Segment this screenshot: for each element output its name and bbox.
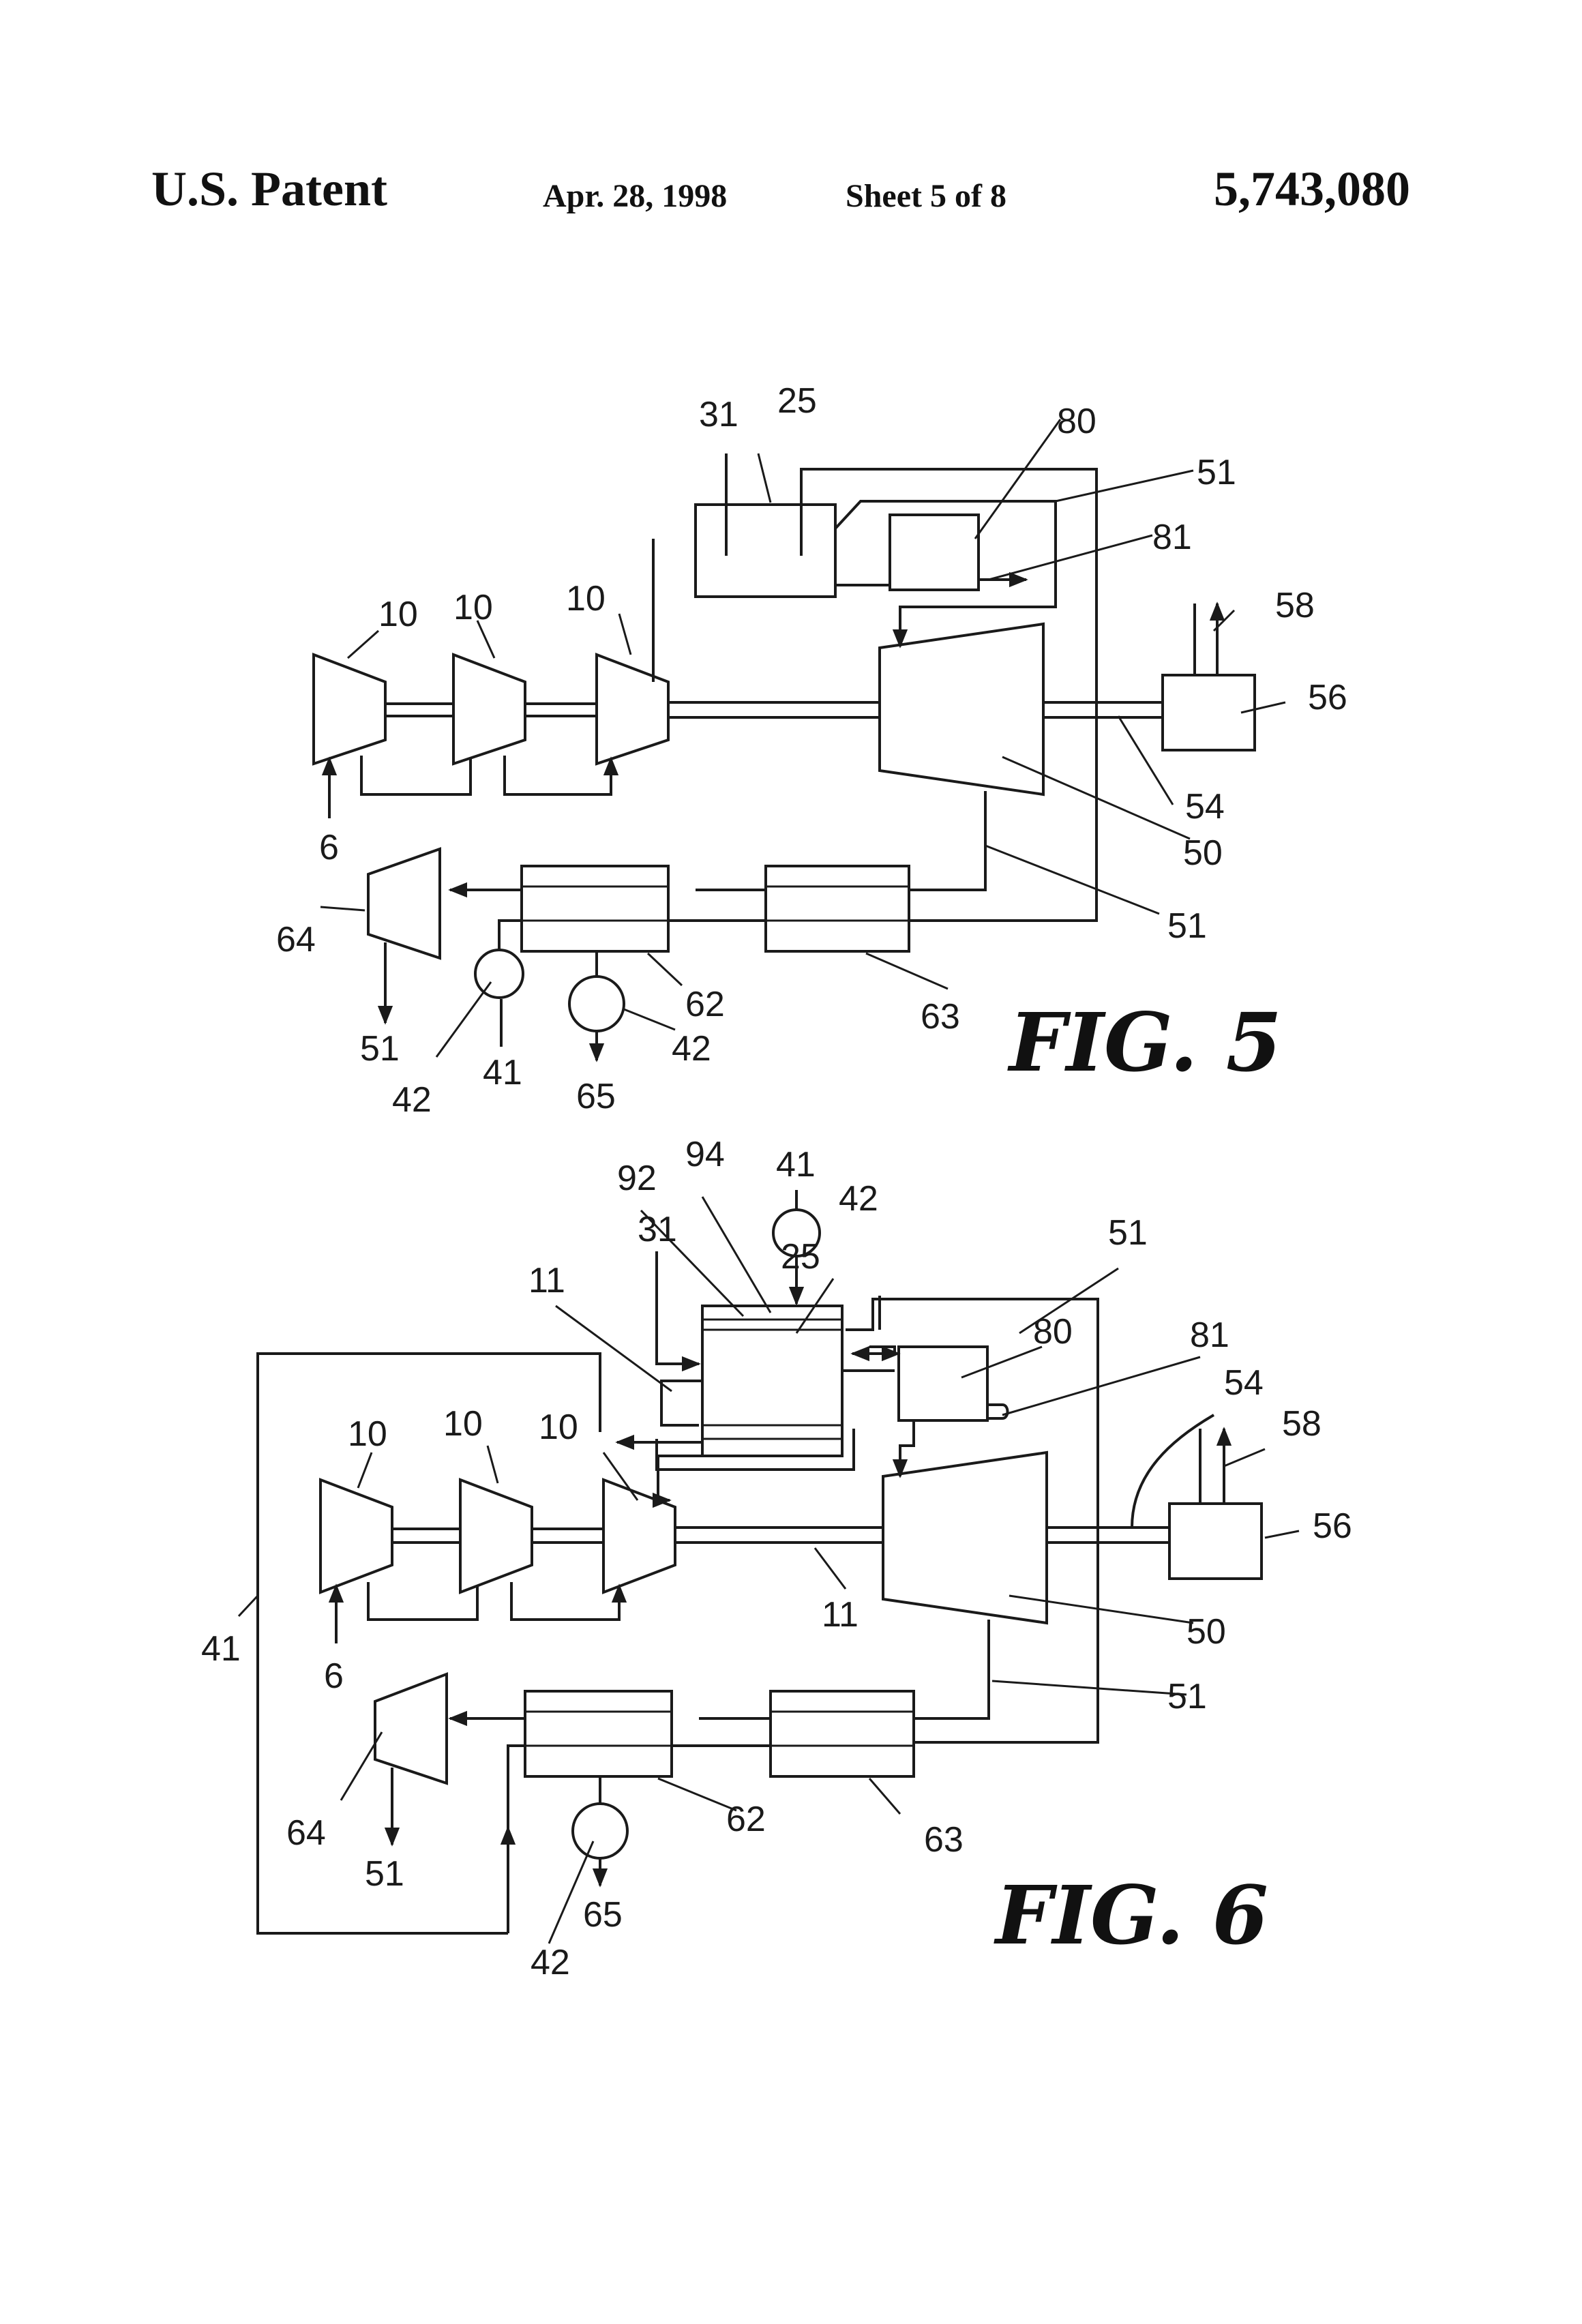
label-42: 42 <box>839 1179 878 1219</box>
label-25: 25 <box>781 1237 820 1277</box>
label-54: 54 <box>1224 1363 1264 1403</box>
label-51: 51 <box>365 1854 404 1894</box>
label-10: 10 <box>348 1414 387 1454</box>
label-62: 62 <box>726 1800 766 1839</box>
label-6: 6 <box>324 1656 344 1696</box>
label-42: 42 <box>672 1029 711 1069</box>
label-51: 51 <box>360 1029 400 1069</box>
label-51: 51 <box>1197 453 1236 492</box>
label-10: 10 <box>539 1407 578 1447</box>
label-64: 64 <box>286 1813 326 1853</box>
label-42: 42 <box>392 1080 432 1120</box>
label-56: 56 <box>1308 678 1347 717</box>
label-58: 58 <box>1275 586 1315 625</box>
figure-5-caption: FIG. 5 <box>1007 995 1282 1090</box>
label-50: 50 <box>1183 833 1223 873</box>
label-65: 65 <box>576 1077 616 1116</box>
label-11: 11 <box>822 1595 859 1635</box>
figure-6-caption: FIG. 6 <box>994 1868 1268 1963</box>
label-42: 42 <box>531 1943 570 1982</box>
label-92: 92 <box>617 1159 657 1198</box>
label-65: 65 <box>583 1895 623 1935</box>
label-80: 80 <box>1057 402 1096 441</box>
label-51: 51 <box>1167 1677 1207 1716</box>
label-63: 63 <box>921 997 960 1037</box>
label-50: 50 <box>1186 1612 1226 1652</box>
label-6: 6 <box>319 828 339 867</box>
label-64: 64 <box>276 920 316 959</box>
label-10: 10 <box>566 579 606 619</box>
label-51: 51 <box>1167 906 1207 946</box>
label-41: 41 <box>201 1629 241 1669</box>
label-11: 11 <box>528 1261 565 1300</box>
label-54: 54 <box>1185 787 1225 826</box>
label-63: 63 <box>924 1820 964 1860</box>
label-51: 51 <box>1108 1213 1148 1253</box>
label-41: 41 <box>776 1145 816 1185</box>
label-10: 10 <box>443 1404 483 1444</box>
label-81: 81 <box>1152 518 1192 557</box>
label-94: 94 <box>685 1135 725 1174</box>
label-81: 81 <box>1190 1315 1229 1355</box>
label-80: 80 <box>1033 1312 1073 1352</box>
label-10: 10 <box>378 595 418 634</box>
label-10: 10 <box>453 588 493 627</box>
label-25: 25 <box>777 381 817 421</box>
label-62: 62 <box>685 985 725 1024</box>
label-41: 41 <box>483 1053 522 1092</box>
label-56: 56 <box>1313 1506 1352 1546</box>
label-31: 31 <box>699 395 738 434</box>
label-58: 58 <box>1282 1404 1322 1444</box>
label-31: 31 <box>638 1210 677 1249</box>
